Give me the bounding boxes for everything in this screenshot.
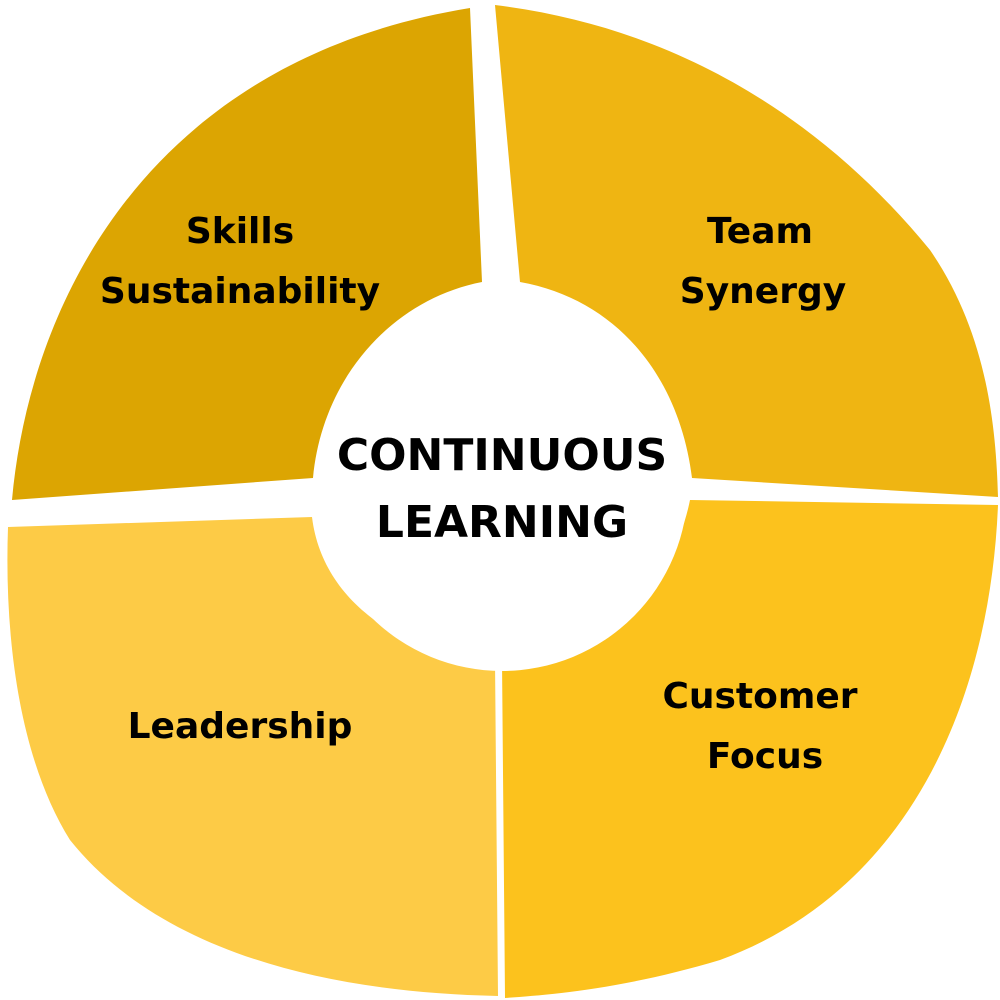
segment-skills-sustainability	[12, 8, 482, 500]
segment-label: Customer	[662, 676, 857, 717]
segment-team-synergy	[495, 5, 998, 497]
segment-label: Synergy	[680, 271, 846, 312]
segment-label: Leadership	[128, 706, 353, 747]
segment-label: Skills	[186, 211, 294, 252]
segment-label: Focus	[707, 736, 823, 777]
center-title: LEARNING	[376, 497, 628, 548]
center-circle	[316, 299, 688, 671]
center-title: CONTINUOUS	[337, 430, 667, 481]
segment-leadership	[7, 517, 499, 996]
segment-label: Sustainability	[100, 271, 380, 312]
segment-label: Team	[707, 211, 813, 252]
segment-customer-focus	[502, 500, 998, 998]
